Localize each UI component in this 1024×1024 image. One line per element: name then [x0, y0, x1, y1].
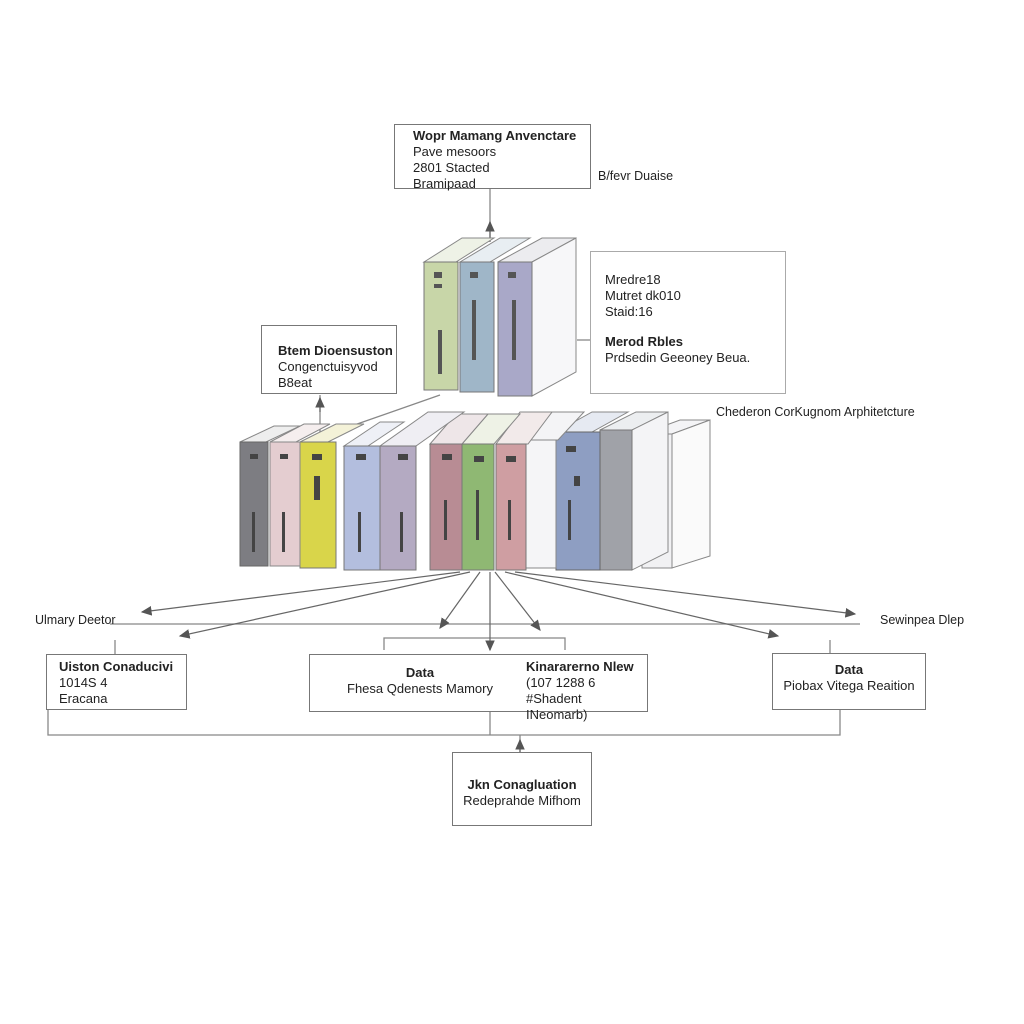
bottom-left-box-title: Uiston Conaducivi [59, 659, 174, 674]
top-box-line-2: 2801 Stacted [413, 160, 490, 175]
architecture-label: Chederon CorKugnom Arphitetcture [716, 405, 915, 419]
center-right-title: Kinararerno Nlew [526, 659, 634, 674]
left-box-title: Btem Dioensuston [278, 343, 393, 358]
bottom-left-box: Uiston Conaducivi 1014S 4 Eracana [46, 654, 187, 710]
right-box-line-1: Mredre18 [605, 272, 661, 287]
bottom-left-box-line-2: Eracana [59, 691, 108, 706]
cabinet-yellow [299, 441, 337, 569]
top-box-line-3: Bramipaad [413, 176, 476, 191]
right-info-box: Mredre18 Mutret dk010 Staid:16 Merod Rbl… [590, 251, 786, 394]
right-box-title: Merod Rbles [605, 334, 684, 349]
right-box-subtitle: Prdsedin Geeoney Beua. [605, 350, 751, 365]
left-line-label: Ulmary Deetor [35, 613, 116, 627]
left-box-line-2: B8eat [278, 375, 312, 390]
bottom-right-box-title: Data [834, 662, 864, 677]
bottom-center-box-title: Jkn Conagluation [467, 777, 577, 792]
bottom-center-box-line-1: Redeprahde Mifhom [463, 793, 581, 808]
top-box-line-1: Pave mesoors [413, 144, 497, 159]
bottom-center-box: Jkn Conagluation Redeprahde Mifhom [452, 752, 592, 826]
bottom-right-box-line-1: Piobax Vitega Reaition [783, 678, 915, 693]
upper-cabinet-2 [459, 261, 495, 393]
cabinet-light [525, 439, 557, 569]
right-box-line-3: Staid:16 [605, 304, 653, 319]
arrow-to-left-box [178, 571, 471, 639]
center-data-box: Data Fhesa Qdenests Mamory Kinararerno N… [309, 654, 648, 722]
center-data-title: Data [405, 665, 435, 680]
arrow-to-right-box [504, 571, 780, 639]
upper-server-stack [422, 237, 577, 397]
bottom-left-box-line-1: 1014S 4 [59, 675, 108, 690]
left-info-box: Btem Dioensuston Congenctuisyvod B8eat [261, 325, 397, 394]
cabinet-purple [379, 445, 417, 571]
arrow-to-center-right [494, 571, 541, 631]
cabinet-slate [555, 431, 601, 571]
center-bracket [383, 637, 566, 650]
cabinet-green [461, 443, 495, 571]
top-box-title: Wopr Mamang Anvenctare [413, 128, 577, 143]
left-box-line-1: Congenctuisyvod [278, 359, 378, 374]
arrow-to-right-label [514, 571, 857, 618]
center-right-line-1: (107 1288 6 [526, 675, 596, 690]
cabinet-periwinkle [343, 445, 381, 571]
center-data-line-1: Fhesa Qdenests Mamory [347, 681, 493, 696]
top-side-label: B/fevr Duaise [598, 169, 674, 183]
top-info-box: Wopr Mamang Anvenctare Pave mesoors 2801… [394, 124, 591, 191]
arrow-to-center-left [439, 571, 481, 629]
right-box-line-2: Mutret dk010 [605, 288, 681, 303]
right-line-label: Sewinpea Dlep [880, 613, 965, 627]
cabinet-grey [599, 429, 633, 571]
center-right-line-2: #Shadent INeomarb) [526, 691, 588, 722]
arrow-to-left-label [140, 571, 461, 616]
bottom-bus [47, 710, 841, 736]
lower-server-row [239, 411, 711, 571]
bottom-right-box: Data Piobax Vitega Reaition [772, 653, 926, 710]
